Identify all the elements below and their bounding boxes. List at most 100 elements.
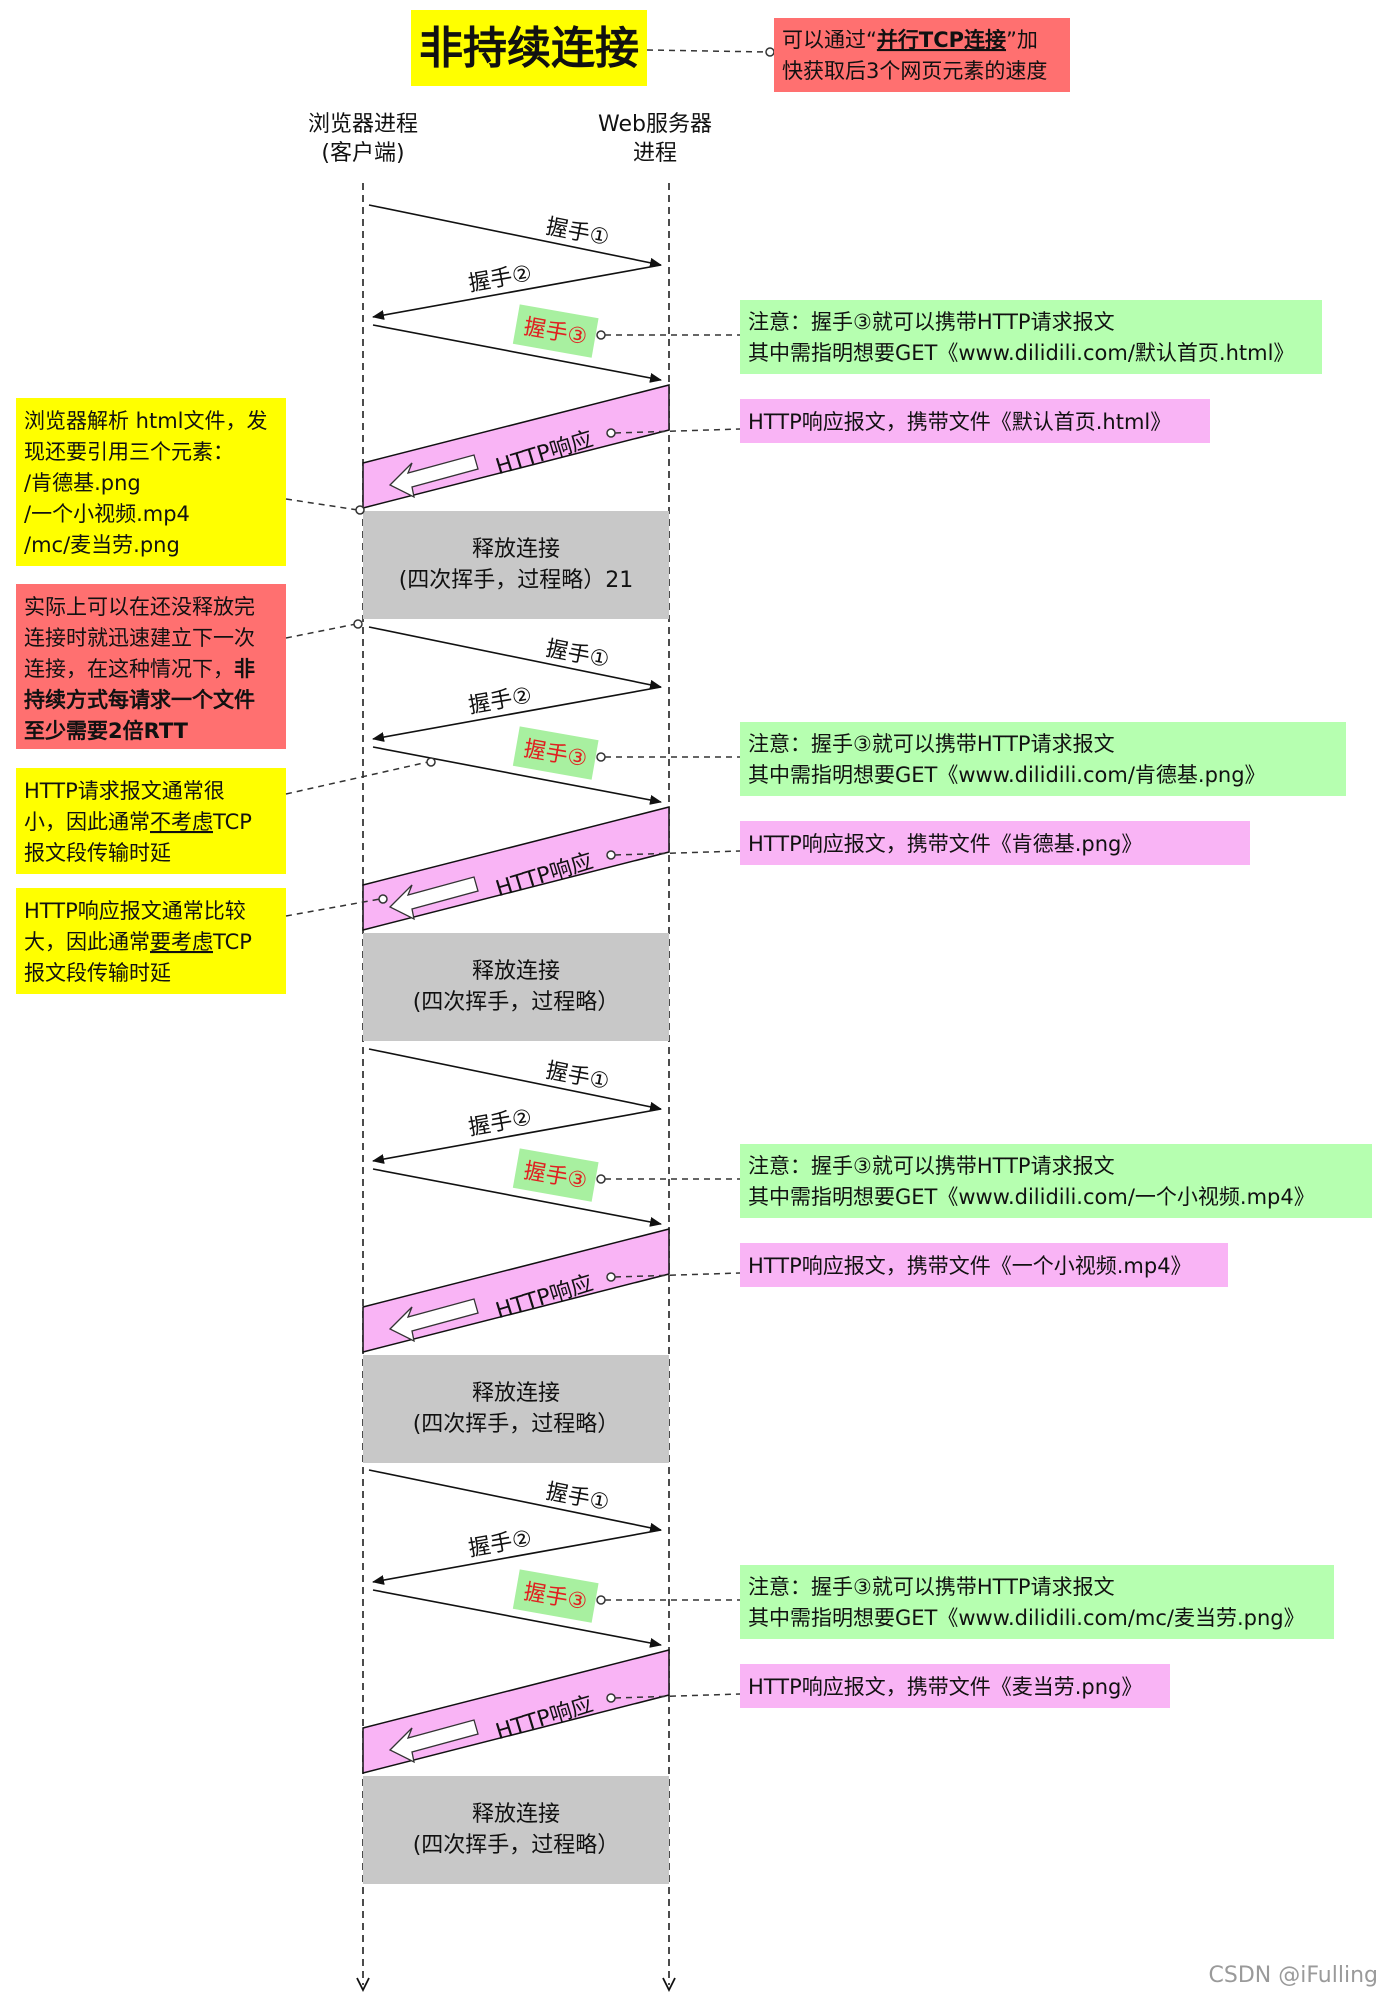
handshake-1-arrow xyxy=(368,1469,662,1533)
parse-note-line: /一个小视频.mp4 xyxy=(24,502,190,526)
request-note-line: 注意：握手③就可以携带HTTP请求报文 xyxy=(748,310,1115,334)
request-note-box xyxy=(740,722,1346,796)
parse-note-connector xyxy=(285,498,359,511)
request-small-note-box xyxy=(16,768,286,874)
release-connection-subtitle: (四次挥手，过程略）21 xyxy=(399,568,634,593)
handshake-2-label: 握手② xyxy=(467,1526,534,1562)
handshake-3-badge: 握手③ xyxy=(512,726,599,780)
response-large-note-line: HTTP响应报文通常比较 xyxy=(24,899,246,923)
handshake-3-arrow xyxy=(372,1589,662,1648)
handshake-1-label: 握手① xyxy=(544,1058,611,1095)
response-note-text: HTTP响应报文，携带文件《一个小视频.mp4》 xyxy=(748,1254,1192,1278)
handshake-1-label: 握手① xyxy=(544,1479,611,1516)
connector-dot xyxy=(378,894,388,904)
parallel-tcp-note-line1: 可以通过“并行TCP连接”加 xyxy=(782,28,1038,52)
parallel-tcp-note-box xyxy=(774,18,1070,92)
connector-dot xyxy=(426,757,436,767)
release-connection-block xyxy=(363,1355,669,1463)
handshake-2-label: 握手② xyxy=(467,1105,534,1141)
handshake-1-arrow xyxy=(368,204,662,268)
response-note-connector xyxy=(614,1272,741,1278)
request-note-line: 其中需指明想要GET《www.dilidili.com/默认首页.html》 xyxy=(748,341,1294,365)
request-note-line: 注意：握手③就可以携带HTTP请求报文 xyxy=(748,732,1115,756)
handshake-1-arrow xyxy=(368,1048,662,1112)
connector-dot xyxy=(596,1174,606,1184)
release-connection-block xyxy=(363,1776,669,1884)
response-large-note-box xyxy=(16,888,286,994)
handshake-3-arrow xyxy=(372,746,662,805)
server-lifeline-arrow xyxy=(662,1977,676,1993)
parse-note-line: 浏览器解析 html文件，发 xyxy=(24,409,268,433)
handshake-2-label: 握手② xyxy=(467,261,534,297)
request-small-note-line: 小，因此通常不考虑TCP xyxy=(24,810,252,834)
handshake-3-arrow xyxy=(372,1168,662,1227)
parse-note-box xyxy=(16,398,286,566)
client-header-line1: 浏览器进程 xyxy=(308,112,418,137)
release-connection-title: 释放连接 xyxy=(472,1802,560,1827)
parse-note-line: /mc/麦当劳.png xyxy=(24,533,180,557)
release-connection-title: 释放连接 xyxy=(472,537,560,562)
persistent-note-line: 实际上可以在还没释放完 xyxy=(24,595,255,619)
connector-dot xyxy=(606,428,616,438)
response-note-box xyxy=(740,1664,1170,1708)
request-small-note-connector xyxy=(285,761,429,795)
connector-dot xyxy=(355,505,365,515)
persistent-note-line: 连接时就迅速建立下一次 xyxy=(24,626,255,650)
handshake-3-badge: 握手③ xyxy=(512,1148,599,1202)
handshake-2-label: 握手② xyxy=(467,683,534,719)
handshake-3-arrow xyxy=(372,324,662,383)
response-direction-arrow xyxy=(388,1719,479,1764)
persistent-note-box xyxy=(16,584,286,749)
release-connection-subtitle: (四次挥手，过程略） xyxy=(413,1412,620,1437)
request-note-line: 其中需指明想要GET《www.dilidili.com/肯德基.png》 xyxy=(748,763,1266,787)
response-note-box xyxy=(740,821,1250,865)
page-title: 非持续连接 xyxy=(419,23,639,74)
connector-dot xyxy=(606,850,616,860)
handshake-1-label: 握手① xyxy=(544,636,611,673)
response-note-text: HTTP响应报文，携带文件《默认首页.html》 xyxy=(748,410,1171,434)
connector-dot xyxy=(606,1272,616,1282)
request-note-box xyxy=(740,300,1322,374)
handshake-3-badge: 握手③ xyxy=(512,304,599,358)
request-note-line: 其中需指明想要GET《www.dilidili.com/mc/麦当劳.png》 xyxy=(748,1606,1305,1630)
response-large-note-line: 报文段传输时延 xyxy=(24,961,171,985)
persistent-note-line: 连接，在这种情况下，非 xyxy=(24,657,255,681)
release-connection-title: 释放连接 xyxy=(472,1381,560,1406)
release-connection-subtitle: (四次挥手，过程略） xyxy=(413,990,620,1015)
response-large-note-line: 大，因此通常要考虑TCP xyxy=(24,930,252,954)
response-note-text: HTTP响应报文，携带文件《肯德基.png》 xyxy=(748,832,1142,856)
persistent-note-line: 持续方式每请求一个文件 xyxy=(24,688,255,712)
release-connection-block xyxy=(363,511,669,619)
response-direction-arrow xyxy=(388,1298,479,1343)
request-note-line: 其中需指明想要GET《www.dilidili.com/一个小视频.mp4》 xyxy=(748,1185,1315,1209)
request-note-line: 注意：握手③就可以携带HTTP请求报文 xyxy=(748,1154,1115,1178)
server-header-line1: Web服务器 xyxy=(598,112,712,137)
handshake-2-arrow xyxy=(372,264,662,320)
persistent-note-line: 至少需要2倍RTT xyxy=(24,719,189,743)
handshake-3-badge-bg xyxy=(512,1569,599,1623)
handshake-3-badge: 握手③ xyxy=(512,1569,599,1623)
persistent-note-connector xyxy=(285,623,357,639)
parse-note-line: /肯德基.png xyxy=(24,471,141,495)
handshake-3-badge-bg xyxy=(512,304,599,358)
handshake-2-arrow xyxy=(372,1108,662,1164)
response-note-connector xyxy=(614,850,741,856)
connector-dot xyxy=(765,47,775,57)
title-box xyxy=(411,10,647,86)
watermark: CSDN @iFulling xyxy=(1209,1963,1378,1988)
response-large-note-connector xyxy=(285,898,381,917)
handshake-3-badge-bg xyxy=(512,1148,599,1202)
handshake-3-badge-bg xyxy=(512,726,599,780)
connection-round: 握手① 握手② 握手③ 注意：握手③就可以携带HTTP请求报文其中需指明想要GET《w… xyxy=(362,626,1346,1041)
handshake-1-arrow xyxy=(368,626,662,690)
client-lifeline-arrow xyxy=(356,1977,370,1993)
release-connection-title: 释放连接 xyxy=(472,959,560,984)
parse-note-line: 现还要引用三个元素： xyxy=(24,440,234,464)
connector-dot xyxy=(596,752,606,762)
response-direction-arrow xyxy=(388,876,479,921)
